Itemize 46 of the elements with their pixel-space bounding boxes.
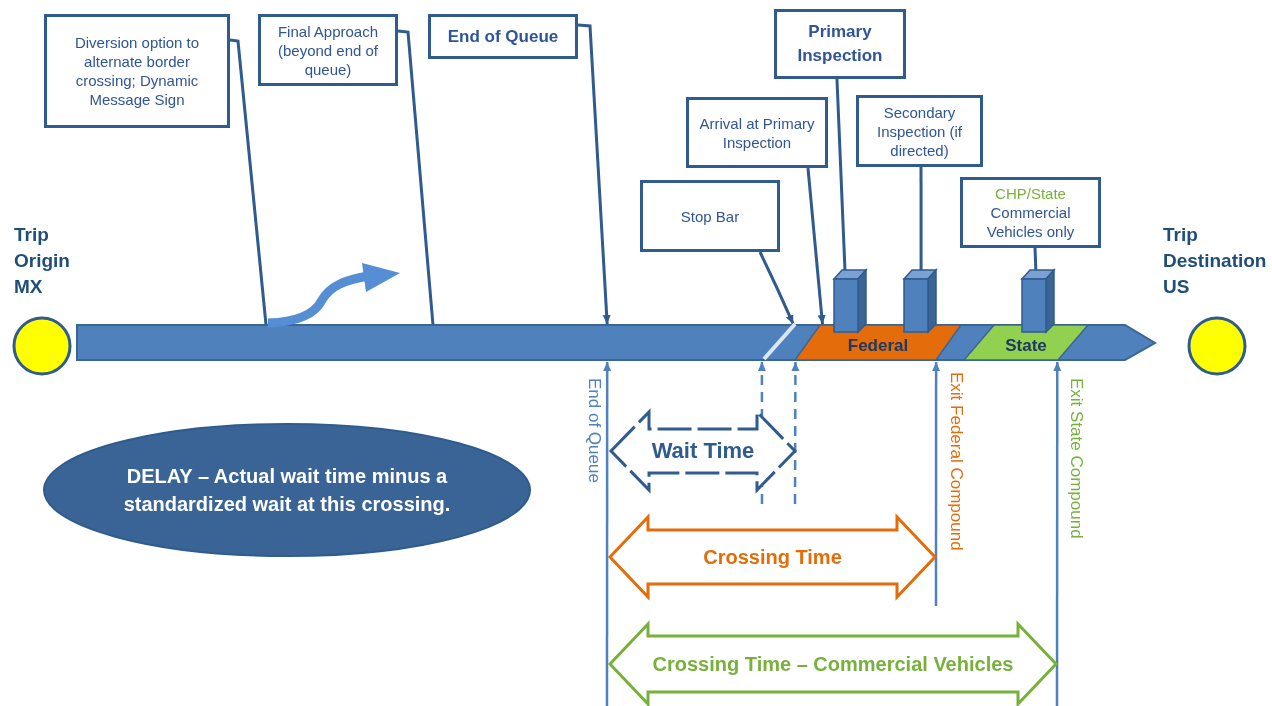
callout-text: Stop Bar: [680, 206, 740, 226]
arrow: [791, 361, 800, 504]
note-text: DELAY – Actual wait time minus a standardized wait at this crossing.: [122, 464, 452, 517]
leader-line: [919, 167, 923, 270]
leader-line: [806, 167, 826, 325]
leader-line: [229, 38, 268, 326]
leader-line: [397, 29, 435, 326]
duration-block: [608, 622, 1058, 706]
arrow: [603, 361, 612, 706]
inspection-booth: [902, 268, 938, 334]
inspection-booth: [832, 268, 868, 334]
callout-box: [44, 14, 230, 128]
zone-label: State: [1004, 335, 1048, 357]
leader-line: [577, 23, 611, 325]
place-label: Trip Destination US: [1163, 223, 1267, 299]
callout-text: CHP/State: [995, 184, 1066, 203]
callout-box: [960, 177, 1101, 248]
zone-band: [964, 325, 1088, 360]
callout-text: Diversion option to alternate border crossing; Dynamic Message Sign: [73, 33, 201, 109]
callout-text: Arrival at Primary Inspection: [698, 113, 816, 152]
edge-label: Exit Federal Compound: [946, 372, 966, 551]
arrow-label: Crossing Time: [702, 545, 843, 570]
arrow-label: Wait Time: [650, 438, 756, 464]
callout-box: [686, 97, 828, 168]
callout-box: [258, 14, 398, 86]
leader-line: [1033, 247, 1038, 270]
edge-label: Exit State Compound: [1066, 378, 1086, 539]
edge-label: End of Queue: [584, 378, 604, 483]
duration-block: [608, 515, 937, 599]
arrow-label: Crossing Time – Commercial Vehicles: [651, 652, 1015, 677]
leader-line: [758, 251, 795, 325]
note-ellipse: [42, 422, 532, 558]
duration-block: [609, 410, 797, 492]
callout-text: Final Approach (beyond end of queue): [276, 21, 380, 79]
zone-label: Federal: [846, 335, 910, 357]
callout-box: [774, 9, 906, 79]
callout-box: [428, 14, 578, 59]
callout-text: Commercial Vehicles only: [985, 203, 1076, 241]
callout-box: [640, 180, 780, 252]
place-label: Trip Origin MX: [14, 223, 71, 299]
arrow: [932, 361, 941, 606]
arrow: [1053, 361, 1062, 706]
callout-text: Secondary Inspection (if directed): [875, 102, 963, 160]
callout-text: Primary Inspection: [796, 21, 884, 67]
callout-box: [856, 95, 983, 167]
callout-text: End of Queue: [447, 25, 559, 48]
